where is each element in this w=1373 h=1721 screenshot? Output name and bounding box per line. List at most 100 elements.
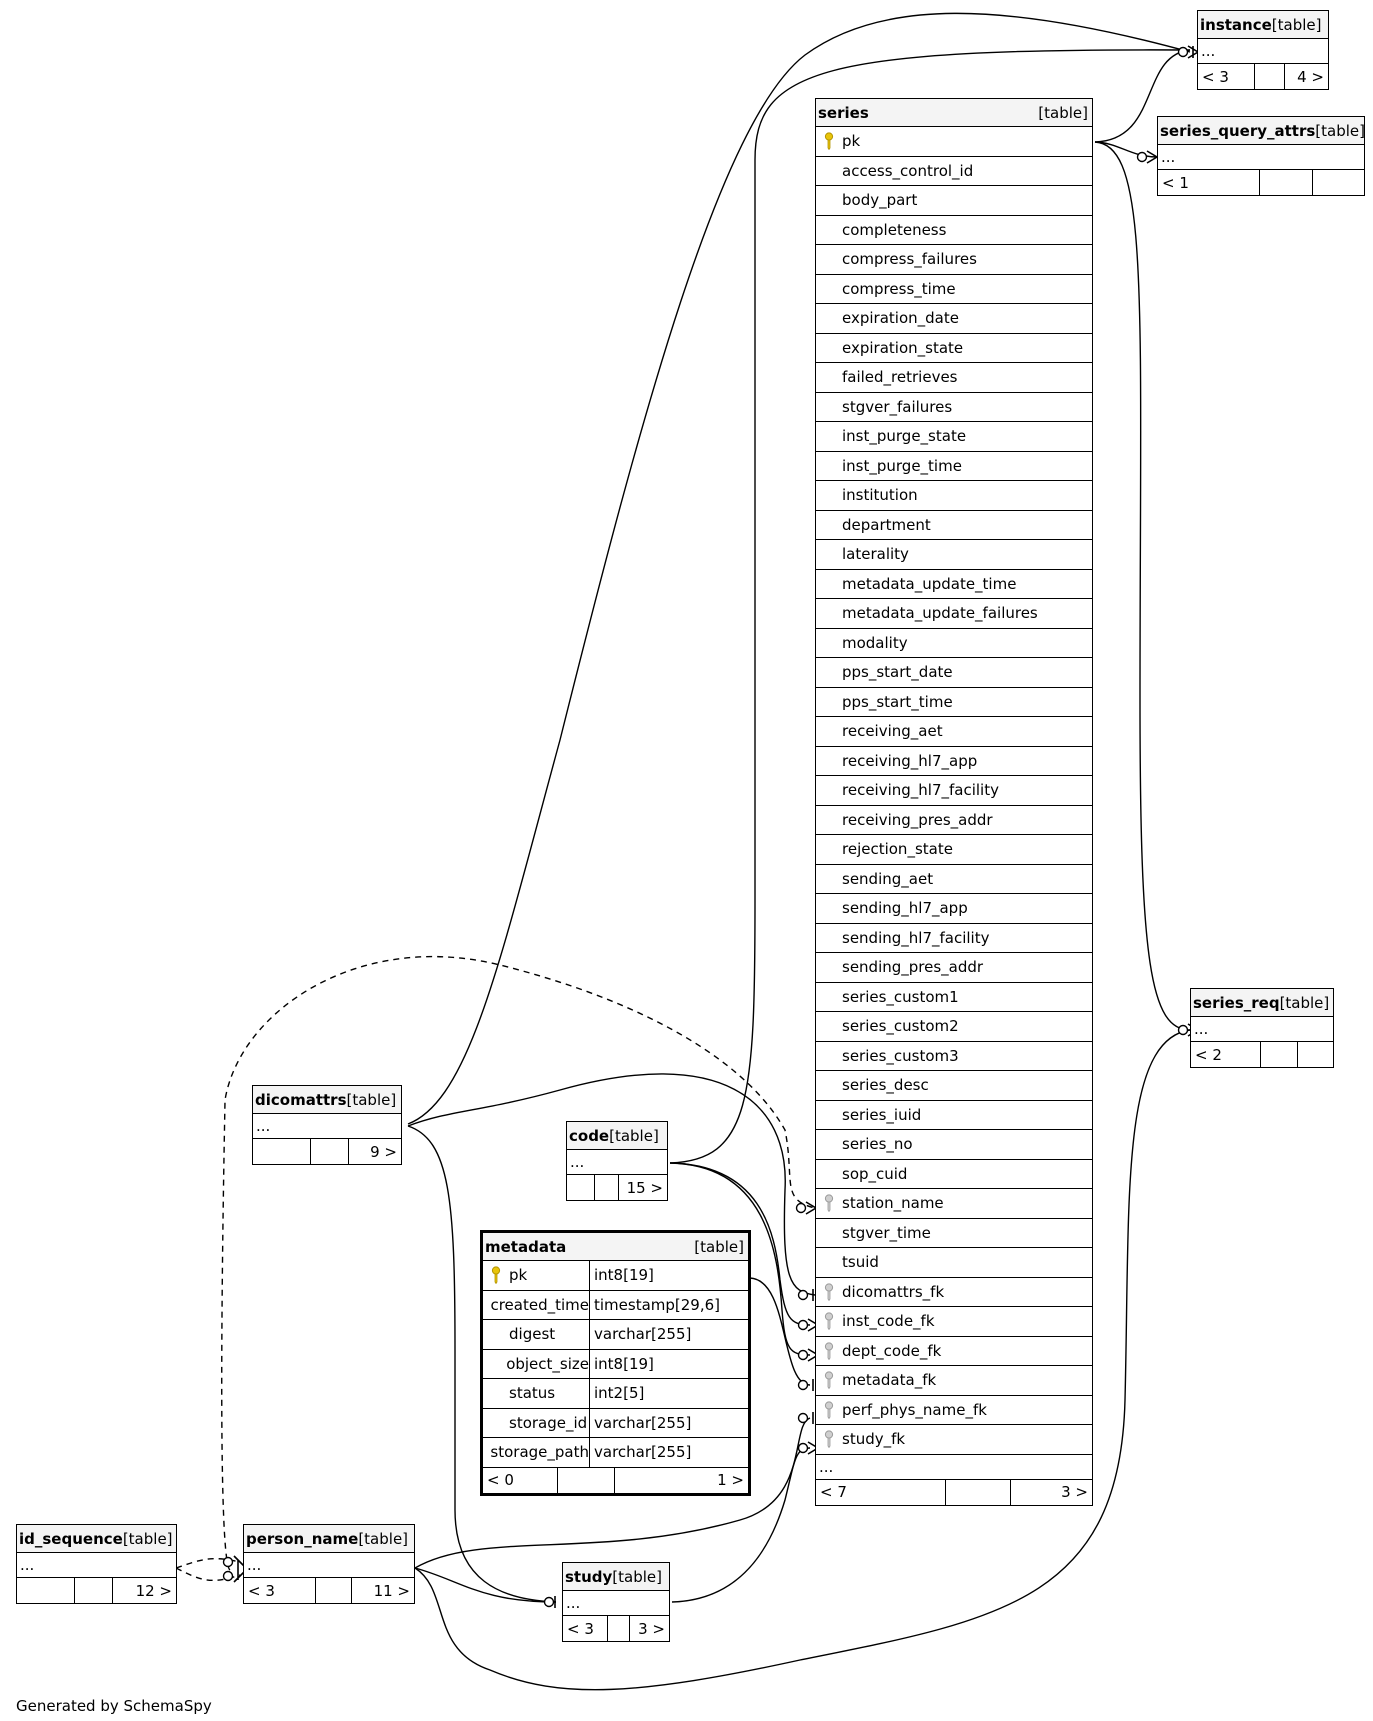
table-id-sequence[interactable]: id_sequence[table] ... 12 > (16, 1524, 177, 1604)
column-row-compress-time[interactable]: compress_time (816, 275, 1092, 304)
column-name: failed_retrieves (842, 368, 958, 387)
column-row-series-custom1[interactable]: series_custom1 (816, 983, 1092, 1012)
column-row-compress-failures[interactable]: compress_failures (816, 245, 1092, 275)
key-slot (816, 688, 842, 717)
column-row-series-custom2[interactable]: series_custom2 (816, 1012, 1092, 1042)
column-row-sending-hl7-facility[interactable]: sending_hl7_facility (816, 924, 1092, 953)
column-row-sending-pres-addr[interactable]: sending_pres_addr (816, 953, 1092, 983)
column-row-series-iuid[interactable]: series_iuid (816, 1101, 1092, 1130)
column-row-sending-hl7-app[interactable]: sending_hl7_app (816, 894, 1092, 924)
column-name-cell: created_time (483, 1290, 590, 1319)
column-row-perf-phys-name-fk[interactable]: perf_phys_name_fk (816, 1396, 1092, 1425)
column-row-receiving-pres-addr[interactable]: receiving_pres_addr (816, 806, 1092, 835)
column-row-pps-start-date[interactable]: pps_start_date (816, 658, 1092, 688)
column-row-department[interactable]: department (816, 511, 1092, 540)
column-row-modality[interactable]: modality (816, 629, 1092, 658)
key-slot (816, 570, 842, 599)
column-row-tsuid[interactable]: tsuid (816, 1248, 1092, 1278)
column-row-rejection-state[interactable]: rejection_state (816, 835, 1092, 865)
column-row-receiving-hl7-app[interactable]: receiving_hl7_app (816, 747, 1092, 776)
column-row-metadata-update-failures[interactable]: metadata_update_failures (816, 599, 1092, 629)
key-slot (816, 481, 842, 510)
column-row-body-part[interactable]: body_part (816, 186, 1092, 216)
column-name-cell: digest (483, 1320, 590, 1349)
table-instance[interactable]: instance[table] ... < 3 4 > (1197, 10, 1329, 90)
column-row-inst-purge-state[interactable]: inst_purge_state (816, 422, 1092, 452)
columns-ellipsis: ... (1158, 145, 1364, 170)
column-name: pps_start_time (842, 692, 953, 711)
table-footer: < 3 11 > (244, 1578, 414, 1603)
key-slot (816, 1219, 842, 1248)
column-row-failed-retrieves[interactable]: failed_retrieves (816, 363, 1092, 393)
column-row-laterality[interactable]: laterality (816, 540, 1092, 570)
column-name: series_custom3 (842, 1046, 959, 1065)
column-row-metadata-update-time[interactable]: metadata_update_time (816, 570, 1092, 599)
parents-count (567, 1175, 595, 1200)
table-series-req[interactable]: series_req[table] ... < 2 (1190, 988, 1334, 1068)
column-row-pk[interactable]: pk (816, 127, 1092, 157)
column-name: dicomattrs_fk (842, 1282, 945, 1301)
column-name: receiving_hl7_facility (842, 781, 999, 800)
column-row-inst-code-fk[interactable]: inst_code_fk (816, 1307, 1092, 1337)
column-name: body_part (842, 191, 918, 210)
column-row-expiration-date[interactable]: expiration_date (816, 304, 1092, 334)
children-count: 3 > (638, 1619, 665, 1638)
table-series-query-attrs[interactable]: series_query_attrs[table] ... < 1 (1157, 116, 1365, 196)
column-row-pps-start-time[interactable]: pps_start_time (816, 688, 1092, 717)
column-row-station-name[interactable]: station_name (816, 1189, 1092, 1219)
table-code[interactable]: code[table] ... 15 > (566, 1121, 668, 1201)
table-name: person_name (246, 1529, 359, 1548)
key-slot (816, 776, 842, 805)
parents-count: < 0 (483, 1467, 558, 1493)
columns-count (311, 1139, 349, 1164)
children-count: 12 > (135, 1581, 172, 1600)
column-name: metadata_update_time (842, 574, 1017, 593)
column-row-receiving-hl7-facility[interactable]: receiving_hl7_facility (816, 776, 1092, 806)
column-row-receiving-aet[interactable]: receiving_aet (816, 717, 1092, 747)
column-row-dicomattrs-fk[interactable]: dicomattrs_fk (816, 1278, 1092, 1307)
key-slot (816, 1042, 842, 1071)
column-row-series-custom3[interactable]: series_custom3 (816, 1042, 1092, 1071)
column-row-stgver-failures[interactable]: stgver_failures (816, 393, 1092, 422)
children-count (1298, 1042, 1333, 1067)
column-name: storage_path (490, 1443, 589, 1462)
column-name: metadata_fk (842, 1371, 937, 1390)
table-type: [table] (122, 1529, 173, 1548)
column-row-study-fk[interactable]: study_fk (816, 1425, 1092, 1455)
column-row-stgver-time[interactable]: stgver_time (816, 1219, 1092, 1248)
column-row-completeness[interactable]: completeness (816, 216, 1092, 245)
key-slot (816, 1101, 842, 1130)
column-row-metadata-fk[interactable]: metadata_fk (816, 1366, 1092, 1396)
table-person-name[interactable]: person_name[table] ... < 3 11 > (243, 1524, 415, 1604)
column-row-access-control-id[interactable]: access_control_id (816, 157, 1092, 186)
column-row-series-no[interactable]: series_no (816, 1130, 1092, 1160)
columns-count (75, 1578, 113, 1603)
table-dicomattrs[interactable]: dicomattrs[table] ... 9 > (252, 1085, 402, 1165)
key-slot (483, 1379, 509, 1408)
column-row-sop-cuid[interactable]: sop_cuid (816, 1160, 1092, 1189)
column-row-expiration-state[interactable]: expiration_state (816, 334, 1092, 363)
column-row-sending-aet[interactable]: sending_aet (816, 865, 1092, 894)
columns-ellipsis: ... (1198, 39, 1328, 64)
column-row-series-desc[interactable]: series_desc (816, 1071, 1092, 1101)
column-row-inst-purge-time[interactable]: inst_purge_time (816, 452, 1092, 481)
column-row-dept-code-fk[interactable]: dept_code_fk (816, 1337, 1092, 1366)
table-footer: < 7 3 > (816, 1479, 1092, 1505)
key-slot (816, 1012, 842, 1041)
column-name: stgver_time (842, 1223, 931, 1242)
columns-count (558, 1467, 615, 1493)
columns-count (946, 1479, 1011, 1505)
columns-ellipsis: ... (253, 1114, 401, 1139)
column-row-institution[interactable]: institution (816, 481, 1092, 511)
table-study[interactable]: study[table] ... < 3 3 > (562, 1562, 670, 1642)
